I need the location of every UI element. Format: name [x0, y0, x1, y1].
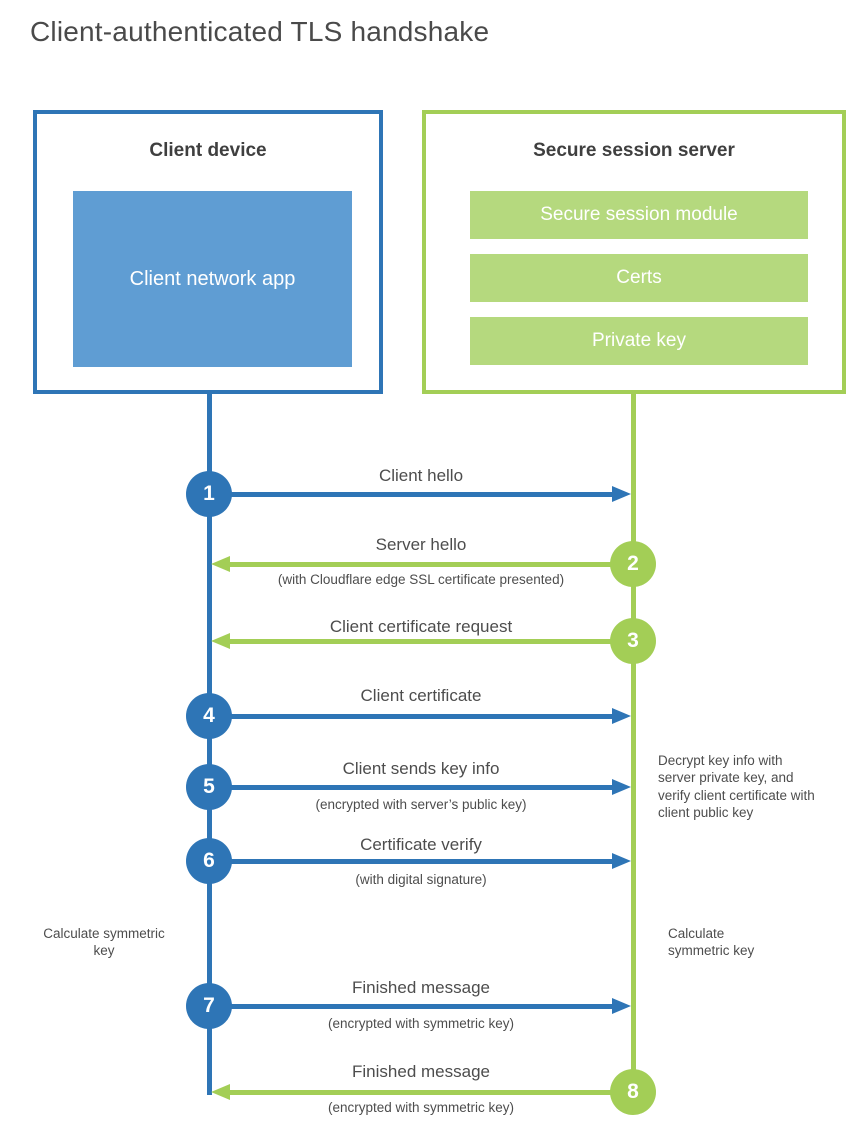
arrow-left-icon: [211, 1084, 230, 1100]
step-8-label: Finished message: [352, 1062, 490, 1081]
client-network-app-label: Client network app: [129, 268, 296, 290]
client-device-title: Client device: [149, 140, 267, 161]
server-lifeline: [631, 392, 636, 1092]
step-7-sublabel: (encrypted with symmetric key): [327, 1016, 515, 1031]
arrow-left-icon: [211, 633, 230, 649]
step-4-arrow: [230, 708, 631, 724]
arrow-left-icon: [211, 556, 230, 572]
step-7-arrow: [230, 998, 631, 1014]
step-5-circle: 5: [186, 764, 232, 810]
step-5-sublabel: (encrypted with server’s public key): [315, 797, 527, 812]
step-3-label: Client certificate request: [329, 617, 513, 636]
arrow-right-icon: [612, 708, 631, 724]
step-2-sublabel: (with Cloudflare edge SSL certificate pr…: [277, 572, 565, 587]
step-1-arrow-shaft: [230, 491, 612, 497]
step-2-circle: 2: [610, 541, 656, 587]
step-4-circle: 4: [186, 693, 232, 739]
step-4-label: Client certificate: [360, 686, 482, 705]
calculate-symmetric-key-note-server: Calculate symmetric key: [668, 926, 755, 959]
step-2-arrow-shaft: [230, 561, 611, 567]
decrypt-key-note: Decrypt key info with server private key…: [658, 753, 815, 820]
client-device-box: Client device Client network app: [33, 110, 383, 394]
step-6-sublabel: (with digital signature): [355, 872, 487, 887]
arrow-right-icon: [612, 779, 631, 795]
step-7-circle: 7: [186, 983, 232, 1029]
step-6-arrow-shaft: [230, 858, 612, 864]
private-key-box: Private key: [470, 317, 808, 365]
page-title: Client-authenticated TLS handshake: [30, 16, 490, 47]
step-1-circle: 1: [186, 471, 232, 517]
client-network-app-box: Client network app: [73, 191, 352, 367]
step-6-label: Certificate verify: [360, 835, 482, 854]
step-8-arrow: [211, 1084, 611, 1100]
step-4-arrow-shaft: [230, 713, 612, 719]
step-6-arrow: [230, 853, 631, 869]
step-8-circle: 8: [610, 1069, 656, 1115]
step-5-arrow: [230, 779, 631, 795]
step-6-circle: 6: [186, 838, 232, 884]
arrow-right-icon: [612, 486, 631, 502]
arrow-right-icon: [612, 998, 631, 1014]
step-3-arrow-shaft: [230, 638, 611, 644]
step-3-arrow: [211, 633, 611, 649]
secure-session-server-box: Secure session server Secure session mod…: [422, 110, 846, 394]
step-1-label: Client hello: [378, 466, 464, 485]
client-lifeline: [207, 392, 212, 1095]
step-8-sublabel: (encrypted with symmetric key): [327, 1100, 515, 1115]
calculate-symmetric-key-note-client: Calculate symmetric key: [43, 926, 165, 959]
step-1-arrow: [230, 486, 631, 502]
certs-box: Certs: [470, 254, 808, 302]
step-2-label: Server hello: [375, 535, 467, 554]
step-7-label: Finished message: [352, 978, 490, 997]
step-8-arrow-shaft: [230, 1089, 611, 1095]
step-7-arrow-shaft: [230, 1003, 612, 1009]
secure-session-server-title: Secure session server: [533, 140, 735, 161]
step-3-circle: 3: [610, 618, 656, 664]
arrow-right-icon: [612, 853, 631, 869]
step-2-arrow: [211, 556, 611, 572]
step-5-label: Client sends key info: [342, 759, 500, 778]
secure-session-module-box: Secure session module: [470, 191, 808, 239]
step-5-arrow-shaft: [230, 784, 612, 790]
